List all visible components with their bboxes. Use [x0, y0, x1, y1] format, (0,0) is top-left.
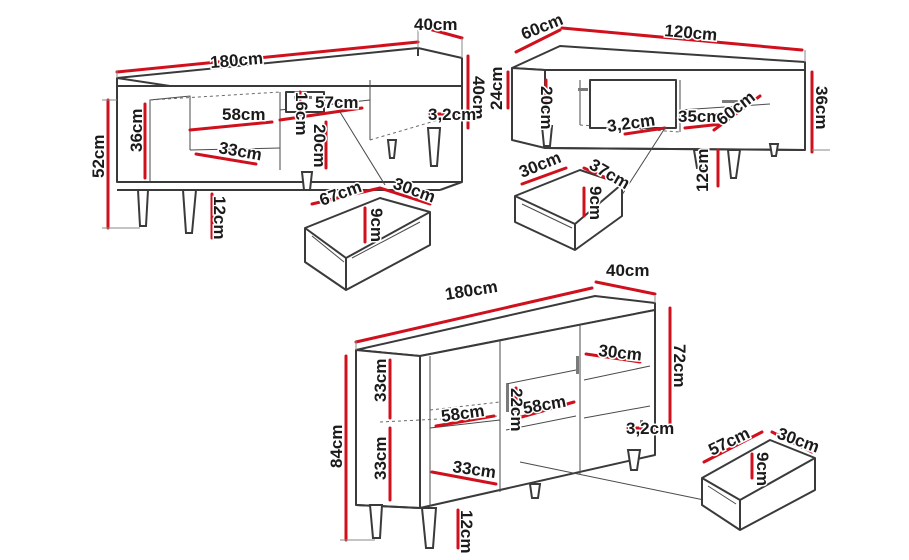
sideboard-width-label: 180cm: [444, 277, 499, 304]
coffee-table-inner-depth-label: 35cm: [678, 107, 721, 126]
tv-stand-leg: [386, 139, 398, 159]
tv-stand-depth-label: 40cm: [414, 15, 457, 34]
sideboard-depth-label: 40cm: [606, 261, 649, 280]
tv-stand-shelf-width-middle-label: 57cm: [315, 93, 358, 112]
tv-stand-leg: [136, 189, 150, 227]
tv-stand-leg: [426, 127, 442, 167]
tv-stand-top: [116, 47, 463, 87]
sideboard-handle: [576, 356, 579, 374]
tv-stand-drawer-height-label: 9cm: [367, 208, 386, 242]
sideboard-leg-height-label: 12cm: [457, 510, 476, 553]
coffee-table-height-label: 36cm: [812, 86, 831, 129]
sideboard-front-frame: [419, 309, 656, 509]
tv-stand-drawer-front-label: 16cm: [292, 92, 311, 135]
coffee-table-width-label: 120cm: [664, 21, 718, 45]
tv-stand-handle: [294, 96, 312, 99]
tv-stand-compartment-height-label: 20cm: [310, 124, 329, 167]
sideboard: 180cm 40cm 84cm 33cm 33cm 72cm 58cm 58cm…: [326, 260, 824, 555]
sideboard-handle: [506, 384, 509, 412]
coffee-table-leg: [726, 149, 742, 179]
sideboard-shelf-height-lower-label: 33cm: [371, 437, 390, 480]
coffee-table-handle: [722, 100, 738, 103]
coffee-table-inner-height-label: 20cm: [537, 86, 556, 129]
sideboard-drawer: [701, 439, 816, 531]
sideboard-leg: [626, 449, 642, 471]
coffee-table-leg-height-label: 12cm: [693, 149, 712, 192]
sideboard-drawer-height-label: 9cm: [753, 452, 772, 486]
tv-stand-height-label: 52cm: [89, 135, 108, 178]
tv-stand-leg: [300, 171, 314, 191]
sideboard-leg: [528, 483, 542, 499]
coffee-table-drawer: [514, 169, 623, 251]
coffee-table: 60cm 120cm 24cm 20cm 36cm 3,2cm 35cm 60c…: [486, 8, 833, 251]
sideboard-leg: [420, 507, 438, 549]
coffee-table-top: [511, 45, 806, 71]
tv-stand-drawer: [304, 197, 431, 291]
coffee-table-leg: [768, 143, 780, 157]
tv-stand-body-height-label: 40cm: [469, 76, 488, 119]
tv-stand-inner-height-label: 36cm: [127, 109, 146, 152]
coffee-table-leg: [692, 149, 708, 169]
tv-stand-leg: [181, 189, 198, 234]
sideboard-leg: [368, 504, 384, 539]
sideboard-height-label: 84cm: [327, 425, 346, 468]
sideboard-body-height-label: 72cm: [670, 344, 689, 387]
coffee-table-leg: [540, 125, 554, 147]
sideboard-shelf-height-upper-label: 33cm: [371, 359, 390, 402]
sideboard-drawer-height-label: 22cm: [507, 388, 526, 431]
coffee-table-drawer-height-label: 9cm: [586, 186, 605, 220]
tv-stand-leg-height-label: 12cm: [210, 196, 229, 239]
coffee-table-drawer-front: [589, 79, 677, 129]
tv-stand-shelf-width-left-label: 58cm: [222, 105, 265, 124]
tv-stand: 180cm 40cm 52cm 36cm 40cm 58cm 16cm 57cm…: [88, 14, 490, 291]
coffee-table-handle: [578, 88, 588, 91]
tv-stand-panel-thickness-label: 3,2cm: [428, 105, 476, 124]
coffee-table-body-height-label: 24cm: [487, 67, 506, 110]
sideboard-panel-thickness-label: 3,2cm: [626, 419, 674, 438]
